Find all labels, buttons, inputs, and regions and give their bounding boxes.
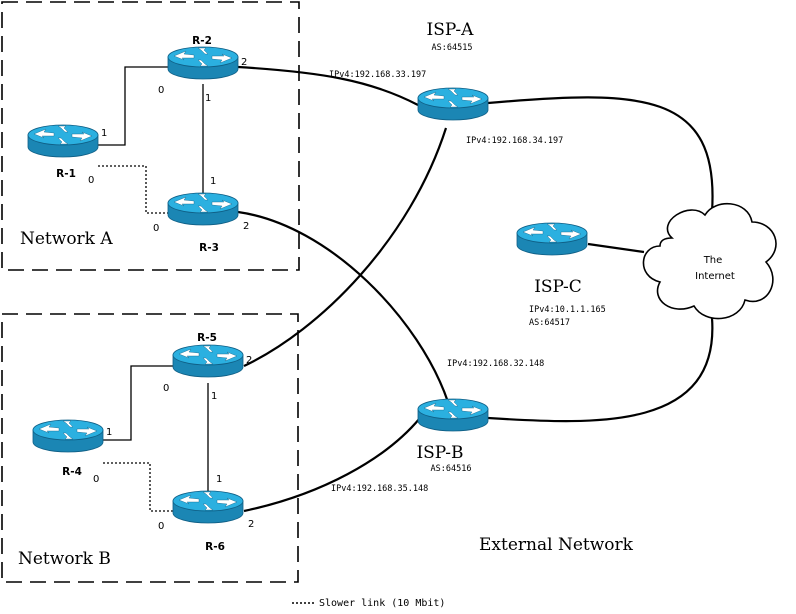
port-r2-1: 1 <box>205 93 211 104</box>
port-r2-2: 2 <box>241 57 247 68</box>
link-r6-ispb <box>243 417 421 513</box>
port-r5-1: 1 <box>211 391 217 402</box>
isp-c-name: ISP-C <box>534 277 582 297</box>
router-r4-label: R-4 <box>62 466 82 478</box>
port-r3-1: 1 <box>210 176 216 187</box>
port-r5-0: 0 <box>163 383 169 394</box>
router-r2-label: R-2 <box>192 35 212 47</box>
router-r1-label: R-1 <box>56 168 76 180</box>
port-r6-2: 2 <box>248 519 254 530</box>
cloud-label-line1: The <box>703 255 723 266</box>
router-ispa-icon <box>417 87 489 121</box>
link-r1-r3-slow <box>98 165 168 214</box>
network-a-label: Network A <box>20 229 113 249</box>
isp-b-name: ISP-B <box>416 443 463 463</box>
link-r5-ispa <box>243 127 448 367</box>
router-ispb-icon <box>417 398 489 432</box>
port-r3-2: 2 <box>243 221 249 232</box>
router-ispc-icon <box>516 222 588 256</box>
ip-label-r2-ispa: IPv4:192.168.33.197 <box>329 70 426 80</box>
router-r1-icon <box>27 124 99 158</box>
link-r4-r5 <box>103 365 173 441</box>
port-r1-0: 0 <box>88 175 94 186</box>
port-r1-1: 1 <box>101 128 107 139</box>
ip-label-r6-ispb: IPv4:192.168.35.148 <box>331 484 428 494</box>
port-r4-0: 0 <box>93 474 99 485</box>
port-r2-0: 0 <box>158 85 164 96</box>
router-r3-icon <box>167 192 239 226</box>
router-r5-icon <box>172 344 244 378</box>
link-ispa-internet <box>487 96 714 213</box>
port-r5-2: 2 <box>246 355 252 366</box>
isp-c-ip: IPv4:10.1.1.165 <box>529 305 606 315</box>
internet-cloud-icon <box>642 202 777 320</box>
isp-c-as: AS:64517 <box>529 318 570 328</box>
router-r6-icon <box>172 490 244 524</box>
router-r4-icon <box>32 419 104 453</box>
isp-a-as: AS:64515 <box>432 43 473 53</box>
router-r3-label: R-3 <box>199 242 219 254</box>
ip-label-r5-ispa: IPv4:192.168.34.197 <box>466 136 563 146</box>
port-r3-0: 0 <box>153 223 159 234</box>
port-r6-1: 1 <box>216 474 222 485</box>
network-a-boundary <box>1 1 300 271</box>
ip-label-r3-ispb: IPv4:192.168.32.148 <box>447 359 544 369</box>
link-r3-ispb <box>237 210 450 403</box>
link-r2-ispa <box>237 65 419 106</box>
link-r1-r2 <box>98 66 168 146</box>
port-r4-1: 1 <box>106 427 112 438</box>
router-r6-label: R-6 <box>205 541 225 553</box>
link-ispb-internet <box>487 317 714 423</box>
isp-a-name: ISP-A <box>427 20 475 40</box>
router-r2-icon <box>167 46 239 80</box>
isp-b-as: AS:64516 <box>431 464 472 474</box>
network-b-label: Network B <box>18 549 111 569</box>
link-r4-r6-slow <box>103 462 173 512</box>
cloud-label-line2: Internet <box>695 271 735 282</box>
port-r6-0: 0 <box>158 521 164 532</box>
legend-slow-link-label: Slower link (10 Mbit) <box>319 598 445 609</box>
network-b-boundary <box>1 313 299 583</box>
router-r5-label: R-5 <box>197 332 217 344</box>
link-ispc-internet <box>587 242 645 254</box>
external-network-label: External Network <box>479 535 634 555</box>
